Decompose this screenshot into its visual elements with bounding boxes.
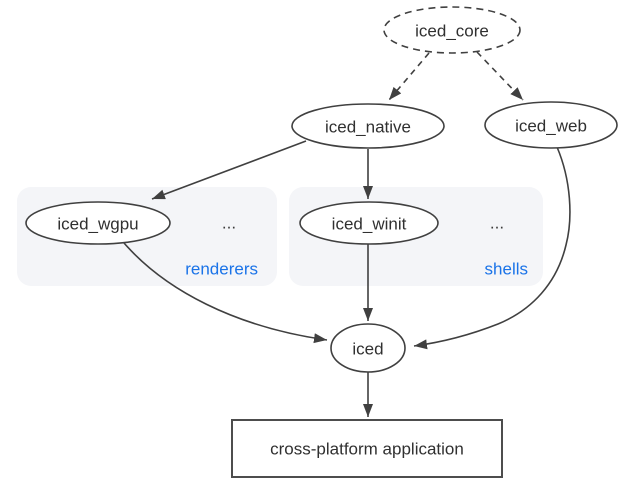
node-iced-label: iced bbox=[352, 340, 383, 359]
edge-wgpu-to-iced bbox=[123, 242, 328, 344]
node-app-rect bbox=[231, 419, 503, 478]
node-iced-winit-label: iced_winit bbox=[332, 215, 407, 234]
edge-web-to-iced bbox=[413, 146, 571, 350]
node-iced-native-ellipse bbox=[291, 103, 445, 149]
node-iced-winit-ellipse bbox=[299, 201, 439, 245]
edge-native-to-wgpu bbox=[151, 140, 307, 200]
shells-ellipsis: ... bbox=[490, 214, 504, 233]
renderers-ellipsis: ... bbox=[222, 214, 236, 233]
shells-group-label: shells bbox=[485, 260, 528, 279]
node-iced-ellipse bbox=[330, 323, 406, 373]
node-iced-web-ellipse bbox=[484, 101, 618, 149]
node-iced-wgpu-label: iced_wgpu bbox=[57, 215, 138, 234]
node-iced-native-label: iced_native bbox=[325, 118, 411, 137]
edge-core-to-native bbox=[388, 52, 430, 101]
node-iced-wgpu-ellipse bbox=[25, 201, 171, 245]
node-iced-core-label: iced_core bbox=[415, 22, 489, 41]
node-iced-web-label: iced_web bbox=[515, 117, 587, 136]
node-iced-core-ellipse bbox=[383, 6, 521, 54]
node-app-label: cross-platform application bbox=[270, 440, 464, 459]
renderers-group-label: renderers bbox=[185, 260, 258, 279]
edge-core-to-web bbox=[476, 51, 524, 101]
